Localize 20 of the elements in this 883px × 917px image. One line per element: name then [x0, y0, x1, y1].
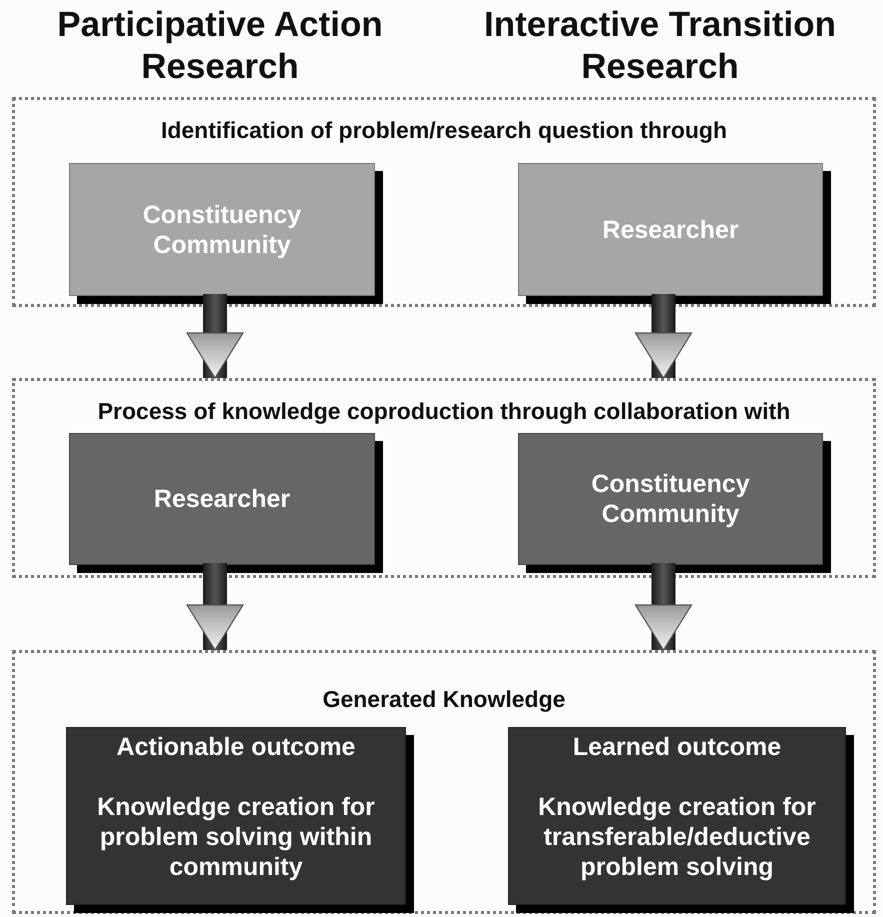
box-text: Constituency Community: [590, 469, 751, 529]
box-text: Knowledge creation for problem solving within community: [96, 792, 376, 882]
dotted-group-frame: [12, 650, 876, 914]
group-title: Identification of problem/research question through: [160, 116, 728, 145]
block-arrow: [634, 294, 692, 379]
column-heading: Participative Action Research: [56, 4, 384, 88]
box-text: Researcher: [154, 484, 290, 514]
block-arrow: [186, 563, 244, 651]
block-arrow: [186, 294, 244, 379]
box-heading: Learned outcome: [572, 732, 782, 762]
group-title: Process of knowledge coproduction through collaboration with: [96, 397, 792, 426]
box-text: Researcher: [602, 214, 739, 244]
block-arrow: [634, 563, 692, 651]
group-title: Generated Knowledge: [322, 685, 566, 714]
column-heading: Interactive Transition Research: [482, 4, 838, 88]
box-text: Knowledge creation for transferable/deductive problem solving: [537, 792, 817, 882]
box-heading: Actionable outcome: [116, 732, 356, 762]
dotted-group-frame: [12, 97, 876, 307]
dotted-group-frame: [12, 378, 876, 578]
box-text: Constituency Community: [142, 200, 302, 260]
